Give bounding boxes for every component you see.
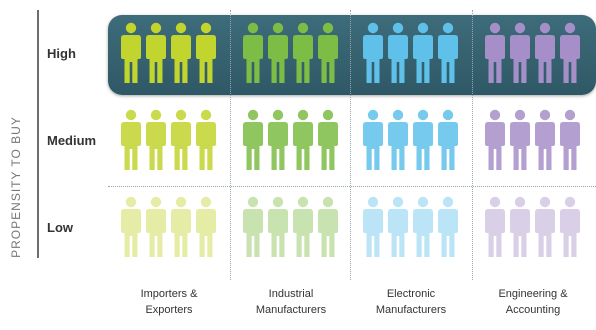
category-label-line: Industrial (268, 288, 314, 300)
person-icon (243, 109, 263, 170)
person-icon (388, 22, 408, 83)
person-icon (146, 109, 166, 170)
person-icon (293, 196, 313, 257)
category-label: Industrial Manufacturers (230, 286, 352, 318)
person-icon (485, 22, 505, 83)
person-icon (171, 22, 191, 83)
person-icon (268, 196, 288, 257)
person-icon (510, 22, 530, 83)
person-icon (243, 196, 263, 257)
person-icon (293, 22, 313, 83)
person-icon (363, 22, 383, 83)
category-label-line: Importers & (140, 288, 198, 300)
person-icon (196, 196, 216, 257)
column-divider (472, 10, 473, 280)
person-icon (438, 22, 458, 83)
person-icon (318, 196, 338, 257)
person-icon (171, 109, 191, 170)
person-icon (196, 109, 216, 170)
column-divider (350, 10, 351, 280)
person-icon (318, 22, 338, 83)
category-label-line: Exporters (145, 304, 193, 316)
category-label-line: Accounting (505, 304, 561, 316)
category-label-line: Electronic (386, 288, 436, 300)
person-icon (560, 196, 580, 257)
person-icon (535, 196, 555, 257)
y-axis-title-text: PROPENSITY TO BUY (9, 116, 23, 258)
row-label-high: High (47, 46, 76, 61)
person-icon (485, 196, 505, 257)
category-label-line: Manufacturers (255, 304, 327, 316)
category-label: Electronic Manufacturers (350, 286, 472, 318)
y-axis-line (37, 10, 39, 258)
person-icon (535, 22, 555, 83)
person-icon (363, 196, 383, 257)
row-divider (108, 186, 596, 187)
person-icon (146, 196, 166, 257)
person-icon (268, 109, 288, 170)
person-icon (363, 109, 383, 170)
person-icon (510, 109, 530, 170)
y-axis-title: PROPENSITY TO BUY (5, 112, 27, 262)
column-divider (230, 10, 231, 280)
person-icon (510, 196, 530, 257)
category-label: Importers & Exporters (108, 286, 230, 318)
category-label-line: Engineering & (498, 288, 568, 300)
person-icon (318, 109, 338, 170)
person-icon (485, 109, 505, 170)
person-icon (171, 196, 191, 257)
person-icon (293, 109, 313, 170)
person-icon (388, 109, 408, 170)
person-icon (413, 22, 433, 83)
person-icon (560, 22, 580, 83)
person-icon (121, 109, 141, 170)
person-icon (243, 22, 263, 83)
person-icon (388, 196, 408, 257)
person-icon (560, 109, 580, 170)
person-icon (121, 22, 141, 83)
person-icon (146, 22, 166, 83)
person-icon (535, 109, 555, 170)
person-icon (438, 109, 458, 170)
person-icon (413, 196, 433, 257)
person-icon (438, 196, 458, 257)
row-label-medium: Medium (47, 133, 97, 148)
person-icon (121, 196, 141, 257)
person-icon (268, 22, 288, 83)
person-icon (413, 109, 433, 170)
row-label-low: Low (47, 220, 73, 235)
person-icon (196, 22, 216, 83)
category-label-line: Manufacturers (375, 304, 447, 316)
category-label: Engineering & Accounting (472, 286, 594, 318)
